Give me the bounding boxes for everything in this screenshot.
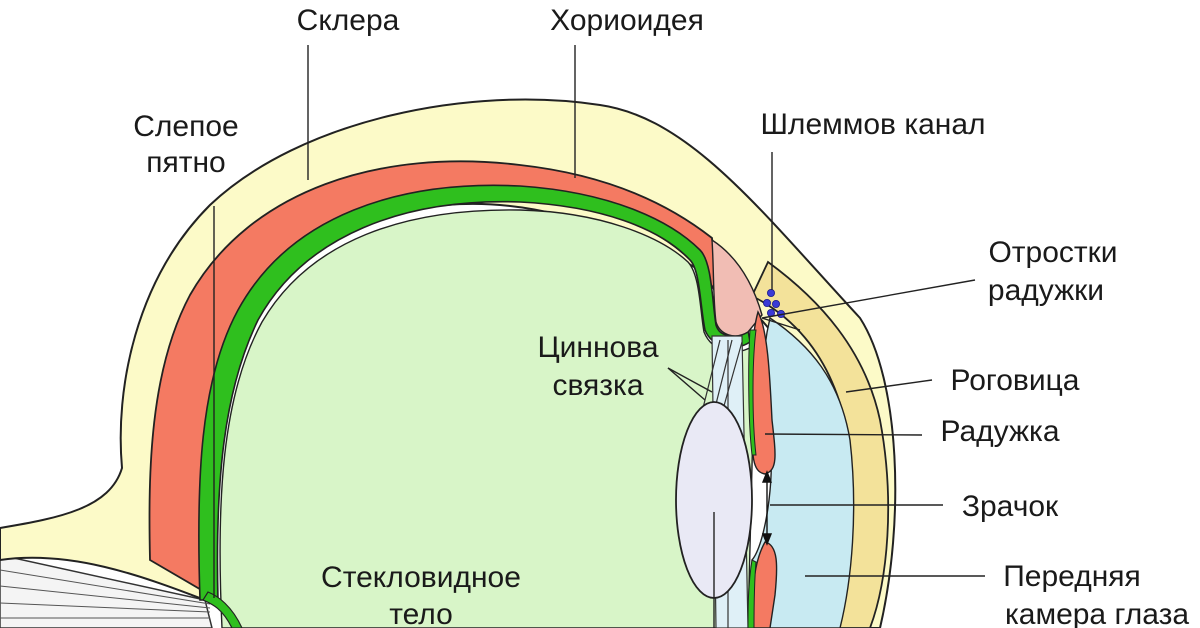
pupil-arrow	[761, 470, 773, 546]
leader-zonule-b	[667, 367, 706, 401]
label-choroid: Хориоидея	[550, 4, 704, 37]
leader-cornea	[845, 379, 933, 393]
leader-iris-processes	[761, 279, 976, 319]
cornea-layer	[750, 260, 890, 628]
schlemm-canal-dots	[763, 288, 786, 318]
ciliary-body	[711, 238, 763, 337]
optic-nerve	[0, 554, 213, 628]
label-iris-processes-line2: радужки	[988, 274, 1104, 307]
label-sclera: Склера	[297, 4, 400, 37]
leader-iris-processes-2	[761, 317, 801, 331]
label-cornea: Роговица	[951, 364, 1080, 397]
label-schlemm-canal: Шлеммов канал	[760, 108, 985, 141]
label-anterior-chamber-line1: Передняя	[1003, 560, 1141, 593]
label-vitreous-line2: тело	[389, 598, 453, 628]
label-iris-processes-line1: Отростки	[988, 236, 1117, 269]
leader-iris	[764, 433, 923, 436]
label-vitreous-line1: Стекловидное	[321, 561, 521, 594]
iris-lower-pigment	[747, 559, 757, 628]
label-zonule-line1: Циннова	[537, 331, 658, 364]
label-pupil: Зрачок	[962, 490, 1059, 523]
label-iris: Радужка	[940, 415, 1059, 448]
iris-upper-pigment	[748, 329, 757, 456]
label-zonule-line2: связка	[552, 369, 643, 402]
vitreous-body	[219, 209, 756, 628]
optic-disc-fold	[202, 591, 243, 628]
leader-zonule-a	[667, 367, 713, 393]
label-anterior-chamber-line2: камера глаза	[1005, 598, 1189, 628]
label-blind-spot-line2: пятно	[146, 146, 225, 179]
label-blind-spot-line1: Слепое	[133, 110, 238, 143]
